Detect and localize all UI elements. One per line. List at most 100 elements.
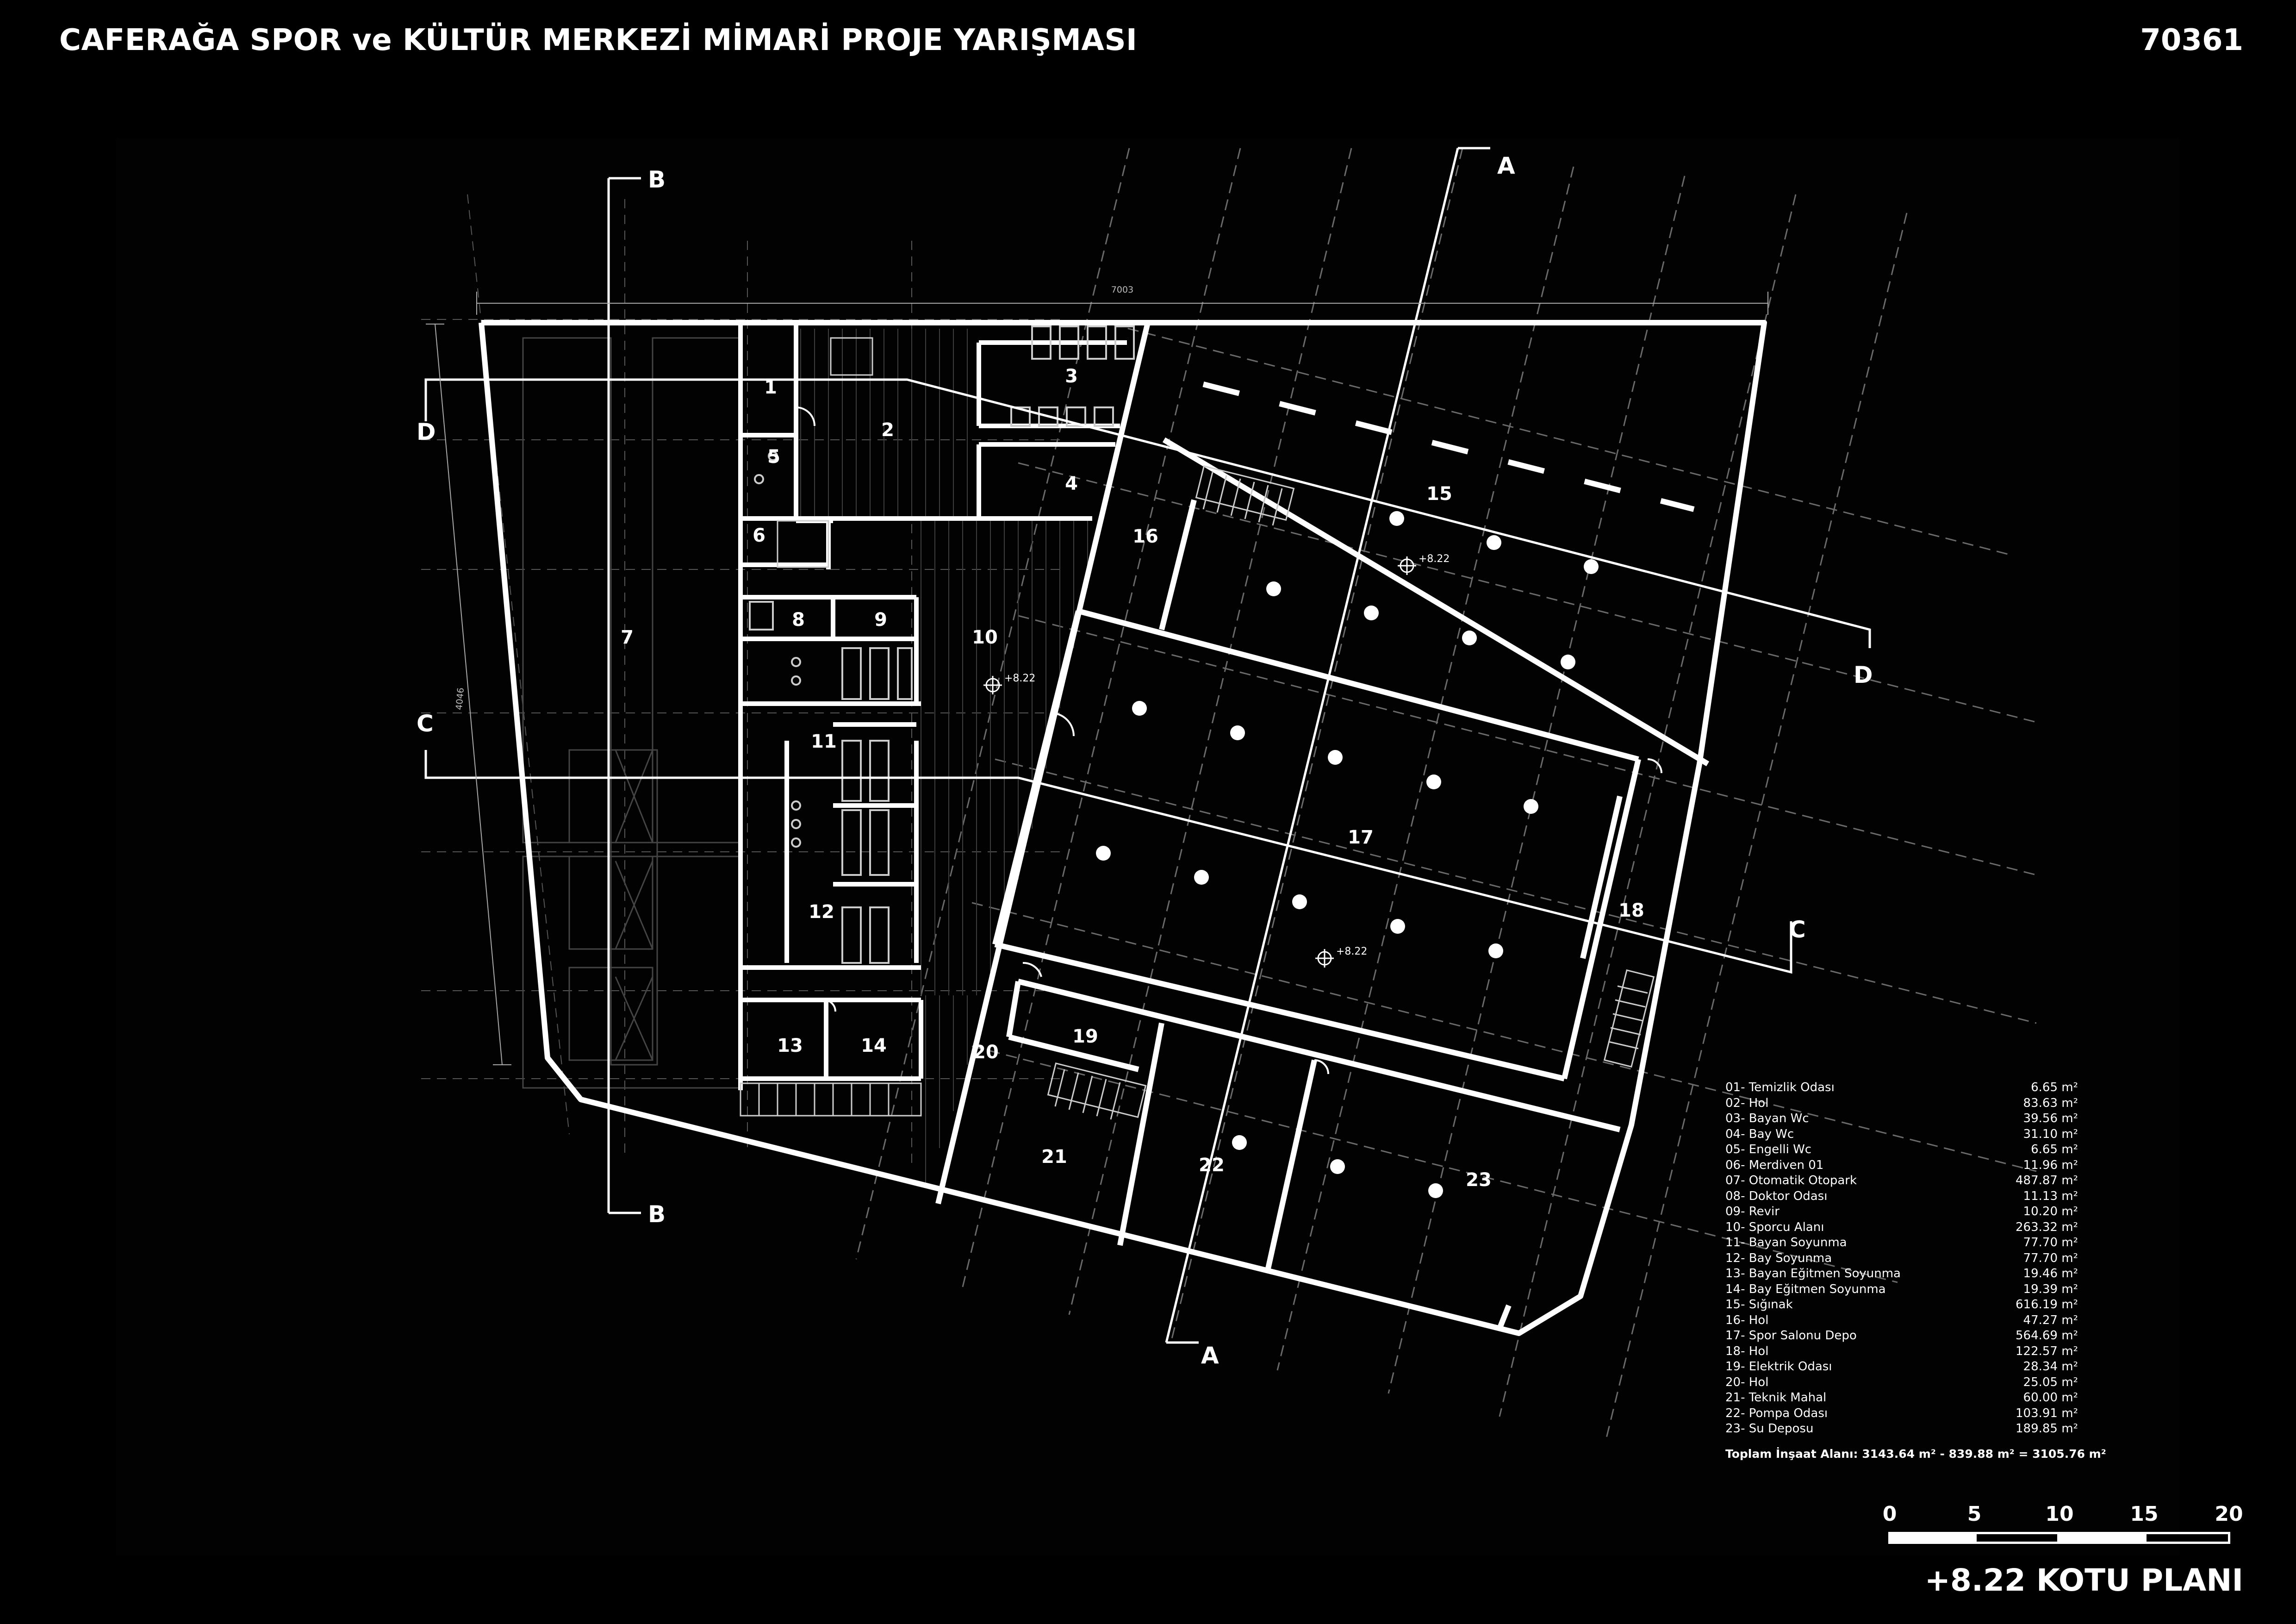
scale-bar: 0 5 10 15 20: [1883, 1502, 2243, 1547]
legend-room-name: 15- Sığınak: [1725, 1298, 1793, 1312]
legend-room-area: 31.10 m²: [2023, 1127, 2078, 1141]
legend-room-area: 10.20 m²: [2023, 1205, 2078, 1218]
legend-row: 20- Hol 25.05 m²: [1725, 1375, 2078, 1391]
tilted-block-walls: [935, 322, 1710, 1330]
legend-room-name: 18- Hol: [1725, 1344, 1769, 1358]
structural-grid: [855, 148, 2037, 1440]
wc-fixtures: [749, 325, 1135, 964]
room-number: 21: [1041, 1146, 1067, 1168]
section-label-c-right: C: [1789, 916, 1806, 943]
legend-row: 07- Otomatik Otopark 487.87 m²: [1725, 1173, 2078, 1189]
legend-row: 02- Hol 83.63 m²: [1725, 1096, 2078, 1112]
scale-mark: 5: [1967, 1502, 1982, 1526]
legend-room-area: 189.85 m²: [2016, 1422, 2078, 1436]
parking-slots: [522, 337, 741, 1089]
scale-mark: 20: [2215, 1502, 2243, 1526]
legend-row: 03- Bayan Wc 39.56 m²: [1725, 1111, 2078, 1127]
exterior-walls: [479, 320, 1767, 1336]
room-number: 14: [861, 1035, 887, 1056]
room-number: 15: [1426, 483, 1452, 505]
shelter-dashed-wall: [1202, 381, 1695, 512]
scale-mark: 15: [2130, 1502, 2159, 1526]
room-number: 8: [792, 609, 805, 631]
room-number: 3: [1065, 366, 1078, 387]
legend-room-name: 14- Bay Eğitmen Soyunma: [1725, 1282, 1886, 1296]
scale-mark: 10: [2045, 1502, 2074, 1526]
legend-room-area: 77.70 m²: [2023, 1251, 2078, 1265]
level-marker-label: +8.22: [1419, 553, 1450, 565]
dimension-lines: [426, 292, 1768, 1065]
legend-room-name: 04- Bay Wc: [1725, 1127, 1794, 1141]
scale-segment: [1888, 1532, 1974, 1544]
structural-columns: [1096, 511, 1599, 1198]
scale-segment: [2144, 1532, 2230, 1544]
legend-row: 12- Bay Soyunma 77.70 m²: [1725, 1251, 2078, 1267]
legend-room-name: 21- Teknik Mahal: [1725, 1391, 1827, 1405]
legend-row: 15- Sığınak 616.19 m²: [1725, 1297, 2078, 1313]
legend-row: 16- Hol 47.27 m²: [1725, 1313, 2078, 1329]
section-lines: [424, 147, 1871, 1344]
legend-room-name: 03- Bayan Wc: [1725, 1112, 1809, 1125]
room-number: 12: [809, 901, 834, 923]
legend-room-area: 25.05 m²: [2023, 1375, 2078, 1389]
room-number: 9: [874, 609, 887, 631]
legend-room-name: 06- Merdiven 01: [1725, 1158, 1824, 1172]
page-title: CAFERAĞA SPOR ve KÜLTÜR MERKEZİ MİMARİ P…: [59, 23, 1138, 57]
legend-row: 10- Sporcu Alanı 263.32 m²: [1725, 1220, 2078, 1236]
legend-room-area: 83.63 m²: [2023, 1096, 2078, 1110]
legend-room-name: 20- Hol: [1725, 1375, 1769, 1389]
legend-row: 14- Bay Eğitmen Soyunma 19.39 m²: [1725, 1282, 2078, 1298]
legend-room-name: 11- Bayan Soyunma: [1725, 1236, 1847, 1249]
legend-room-area: 103.91 m²: [2016, 1406, 2078, 1420]
legend-room-name: 10- Sporcu Alanı: [1725, 1220, 1824, 1234]
section-label-d-right: D: [1854, 662, 1873, 688]
legend-room-area: 39.56 m²: [2023, 1112, 2078, 1125]
room-number: 23: [1466, 1169, 1492, 1191]
legend-room-area: 77.70 m²: [2023, 1236, 2078, 1249]
legend-room-name: 12- Bay Soyunma: [1725, 1251, 1832, 1265]
room-number: 19: [1072, 1026, 1098, 1047]
room-number: 22: [1199, 1155, 1225, 1176]
room-number: 6: [753, 525, 765, 546]
room-number: 18: [1618, 900, 1644, 921]
legend-room-name: 02- Hol: [1725, 1096, 1769, 1110]
legend-room-name: 16- Hol: [1725, 1313, 1769, 1327]
legend-room-name: 07- Otomatik Otopark: [1725, 1174, 1857, 1187]
scale-segment: [1974, 1532, 2060, 1544]
section-label-b-top: B: [648, 166, 666, 193]
level-marker-label: +8.22: [1336, 946, 1367, 957]
legend-room-area: 19.39 m²: [2023, 1282, 2078, 1296]
room-number: 5: [767, 446, 780, 468]
legend-room-area: 616.19 m²: [2016, 1298, 2078, 1312]
legend-room-name: 01- Temizlik Odası: [1725, 1081, 1835, 1094]
legend-room-area: 47.27 m²: [2023, 1313, 2078, 1327]
legend-row: 08- Doktor Odası 11.13 m²: [1725, 1189, 2078, 1205]
legend-room-name: 22- Pompa Odası: [1725, 1406, 1828, 1420]
legend-total-area: Toplam İnşaat Alanı: 3143.64 m² - 839.88…: [1725, 1447, 2106, 1461]
legend-row: 18- Hol 122.57 m²: [1725, 1344, 2078, 1360]
drawing-frame: [116, 139, 2180, 1555]
legend-room-area: 487.87 m²: [2016, 1174, 2078, 1187]
legend-room-area: 11.13 m²: [2023, 1189, 2078, 1203]
room-number: 20: [973, 1042, 999, 1063]
legend-room-area: 122.57 m²: [2016, 1344, 2078, 1358]
dimension-top-label: 7003: [1111, 285, 1133, 295]
project-code: 70361: [2140, 23, 2243, 57]
room-numbers: 1 2 3 4 5 6 7 8 9 10 11 12 13 14 15 16 1…: [621, 366, 1644, 1191]
legend-row: 22- Pompa Odası 103.91 m²: [1725, 1406, 2078, 1422]
legend-room-name: 08- Doktor Odası: [1725, 1189, 1828, 1203]
legend-row: 11- Bayan Soyunma 77.70 m²: [1725, 1235, 2078, 1251]
legend-room-area: 263.32 m²: [2016, 1220, 2078, 1234]
legend-room-area: 6.65 m²: [2031, 1143, 2078, 1156]
room-number: 1: [764, 377, 777, 398]
scale-mark: 0: [1882, 1502, 1897, 1526]
legend-room-area: 564.69 m²: [2016, 1329, 2078, 1343]
